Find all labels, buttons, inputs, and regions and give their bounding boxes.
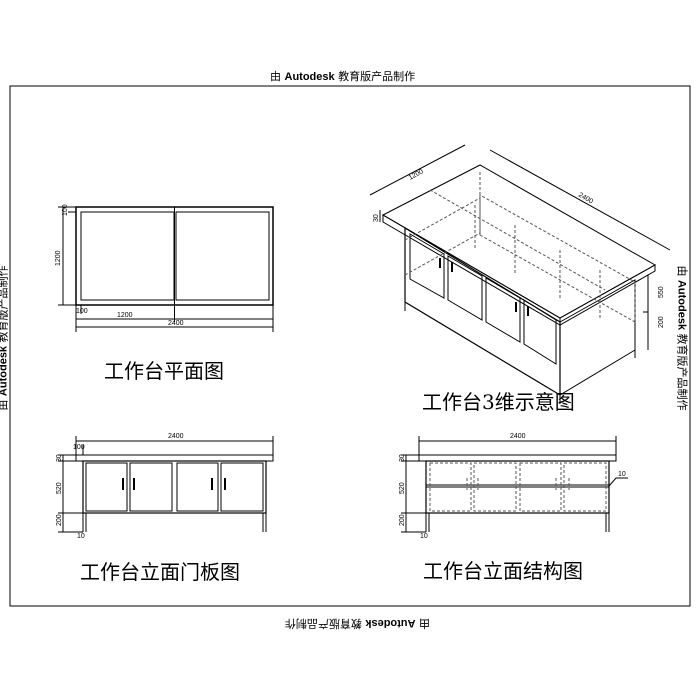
view3d-dim-base: 200 <box>658 316 665 328</box>
struct-dim-shelf: 10 <box>618 471 626 478</box>
view3d-dim-top: 30 <box>373 214 380 222</box>
title-structure-elevation: 工作台立面结构图 <box>423 559 583 583</box>
plan-view <box>58 206 274 332</box>
struct-dim-body: 520 <box>399 482 406 494</box>
door-dim-leg: 10 <box>77 533 85 540</box>
door-dim-body: 520 <box>56 482 63 494</box>
title-3d-view: 工作台3维示意图 <box>422 390 575 414</box>
door-dim-base: 200 <box>56 514 63 526</box>
plan-dim-edge-top: 100 <box>62 204 69 216</box>
struct-dim-top: 30 <box>399 454 406 462</box>
door-dim-top: 30 <box>56 454 63 462</box>
plan-dim-height: 1200 <box>55 250 62 266</box>
view3d <box>369 144 671 404</box>
door-elevation <box>58 436 274 533</box>
view3d-dim-depth: 1200 <box>408 168 425 182</box>
structure-elevation <box>401 436 628 533</box>
plan-dim-edge-left: 100 <box>76 308 88 315</box>
door-dim-inset: 100 <box>73 444 85 451</box>
title-door-elevation: 工作台立面门板图 <box>80 560 240 584</box>
watermark-top: 由 Autodesk 教育版产品制作 <box>270 70 416 83</box>
struct-dim-base: 200 <box>399 514 406 526</box>
title-plan-view: 工作台平面图 <box>104 359 224 383</box>
struct-dim-total-width: 2400 <box>510 433 526 440</box>
struct-dim-leg: 10 <box>420 533 428 540</box>
sheet-border <box>9 85 691 607</box>
view3d-dim-body: 550 <box>658 286 665 298</box>
plan-dim-total-width: 2400 <box>168 320 184 327</box>
plan-dim-half-width: 1200 <box>117 312 133 319</box>
door-dim-total-width: 2400 <box>168 433 184 440</box>
